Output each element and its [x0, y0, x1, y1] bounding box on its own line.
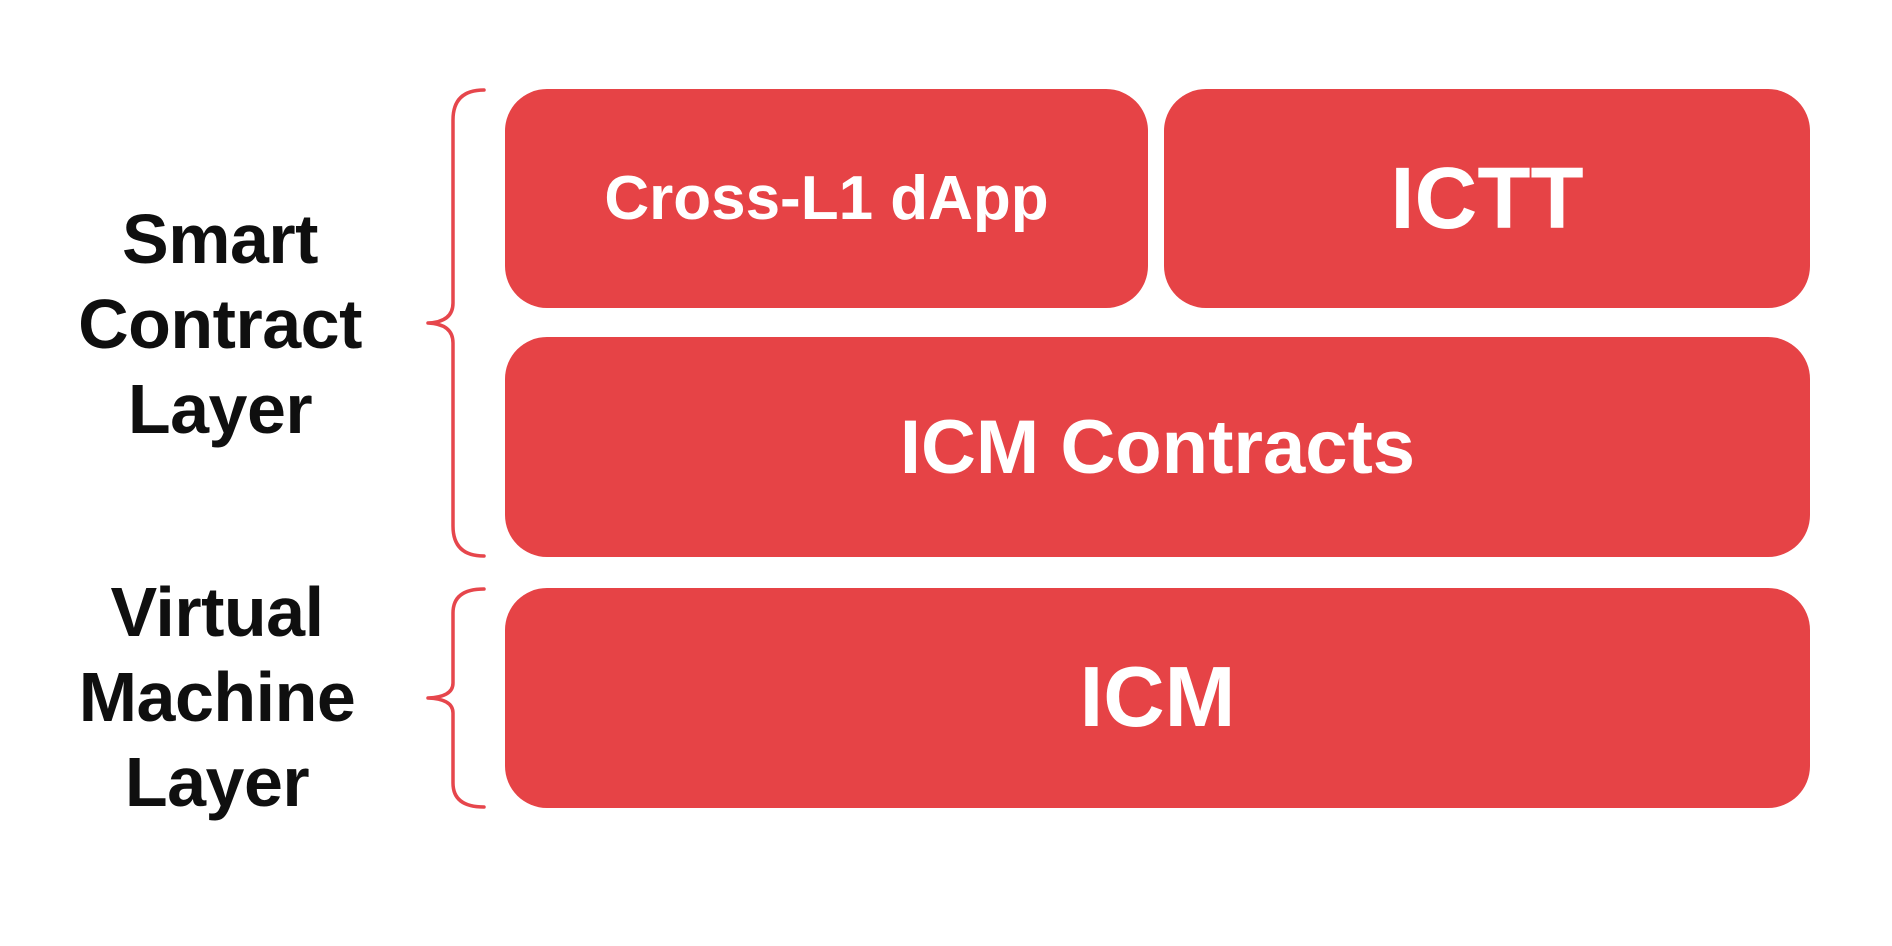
curly-brace-path [426, 587, 486, 809]
box-icm-label: ICM [1079, 650, 1236, 745]
box-ictt: ICTT [1164, 89, 1810, 308]
curly-brace-path [426, 88, 486, 558]
label-line-layer: Layer [124, 743, 310, 821]
label-line-machine: Machine [78, 658, 356, 736]
label-line-layer: Layer [127, 370, 313, 448]
curly-brace-smart-contract-layer [426, 88, 486, 558]
label-line-smart: Smart [122, 200, 318, 278]
box-icm-contracts: ICM Contracts [505, 337, 1810, 557]
label-line-contract: Contract [78, 285, 362, 363]
label-virtual-machine-layer: Virtual Machine Layer [27, 570, 407, 825]
label-line-virtual: Virtual [110, 573, 324, 651]
box-cross-l1-dapp-label: Cross-L1 dApp [604, 164, 1049, 233]
label-smart-contract-layer: Smart Contract Layer [30, 197, 410, 452]
box-ictt-label: ICTT [1390, 149, 1584, 247]
box-cross-l1-dapp: Cross-L1 dApp [505, 89, 1148, 308]
box-icm-contracts-label: ICM Contracts [899, 404, 1416, 490]
box-icm: ICM [505, 588, 1810, 808]
curly-brace-virtual-machine-layer [426, 587, 486, 809]
